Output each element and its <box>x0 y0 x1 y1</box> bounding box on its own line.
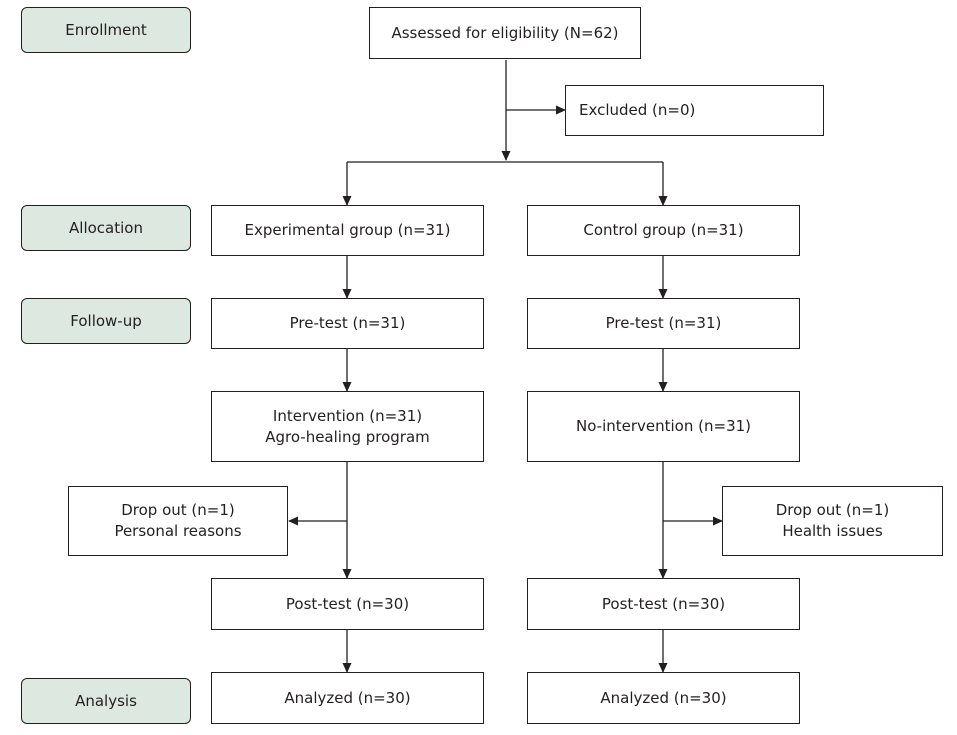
stage-followup: Follow-up <box>21 298 191 344</box>
stage-enrollment-label: Enrollment <box>65 21 147 39</box>
stage-analysis-label: Analysis <box>75 692 137 710</box>
control-analyzed-box: Analyzed (n=30) <box>527 672 800 724</box>
experimental-group-box: Experimental group (n=31) <box>211 205 484 256</box>
control-dropout-reason: Health issues <box>782 522 883 540</box>
stage-analysis: Analysis <box>21 678 191 724</box>
experimental-analyzed-label: Analyzed (n=30) <box>284 688 411 707</box>
control-dropout-label: Drop out (n=1) <box>775 501 890 519</box>
control-group-label: Control group (n=31) <box>583 221 744 239</box>
experimental-intervention-box: Intervention (n=31) Agro-healing program <box>211 391 484 462</box>
control-dropout-box: Drop out (n=1) Health issues <box>722 486 943 556</box>
experimental-pretest-box: Pre-test (n=31) <box>211 298 484 349</box>
stage-allocation-label: Allocation <box>69 219 143 237</box>
experimental-intervention-label: Intervention (n=31) <box>272 406 423 425</box>
control-group-box: Control group (n=31) <box>527 205 800 256</box>
excluded-box: Excluded (n=0) <box>565 85 824 136</box>
control-posttest-label: Post-test (n=30) <box>601 594 726 613</box>
stage-allocation: Allocation <box>21 205 191 251</box>
assessed-label: Assessed for eligibility (N=62) <box>391 23 619 42</box>
stage-followup-label: Follow-up <box>70 312 142 330</box>
experimental-intervention-program: Agro-healing program <box>265 427 430 446</box>
control-posttest-box: Post-test (n=30) <box>527 578 800 630</box>
experimental-posttest-box: Post-test (n=30) <box>211 578 484 630</box>
experimental-dropout-reason: Personal reasons <box>114 522 242 540</box>
experimental-group-label: Experimental group (n=31) <box>244 221 451 239</box>
control-pretest-box: Pre-test (n=31) <box>527 298 800 349</box>
excluded-label: Excluded (n=0) <box>579 101 696 119</box>
control-pretest-label: Pre-test (n=31) <box>605 314 722 332</box>
experimental-pretest-label: Pre-test (n=31) <box>289 314 406 332</box>
control-intervention-box: No-intervention (n=31) <box>527 391 800 462</box>
stage-enrollment: Enrollment <box>21 7 191 53</box>
control-intervention-label: No-intervention (n=31) <box>575 417 752 435</box>
experimental-dropout-box: Drop out (n=1) Personal reasons <box>68 486 288 556</box>
experimental-posttest-label: Post-test (n=30) <box>285 594 410 613</box>
experimental-analyzed-box: Analyzed (n=30) <box>211 672 484 724</box>
control-analyzed-label: Analyzed (n=30) <box>600 688 727 707</box>
experimental-dropout-label: Drop out (n=1) <box>121 501 235 519</box>
assessed-box: Assessed for eligibility (N=62) <box>369 7 641 59</box>
